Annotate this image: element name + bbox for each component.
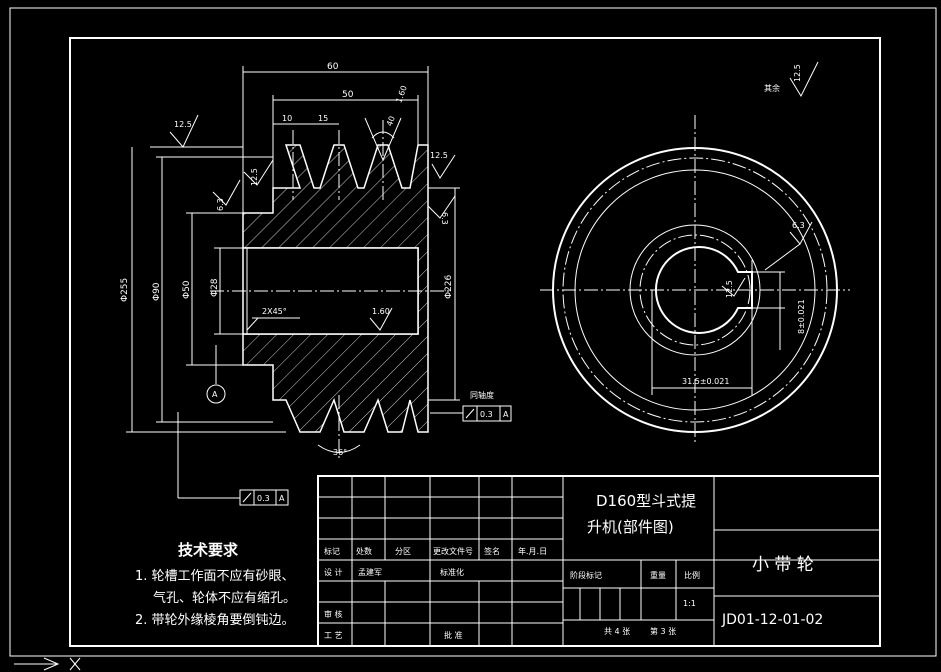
tb-project-line2: 升机(部件图) [587,518,674,536]
tol-right-symbol [465,408,475,419]
section-view: 60 50 10 15 40 1.60 12.5 12.5 6.3 [120,62,512,506]
dim-dia50: Φ50 [182,280,192,299]
roughness-symbol-top: 12.5 [169,114,199,148]
dim-dia255: Φ255 [120,278,130,302]
roughness-rest-symbol [789,61,819,98]
svg-text:12.5: 12.5 [174,120,192,129]
roughness-symbol-b: 12.5 [430,151,456,179]
bore-keyway [655,246,753,334]
tol-right-value: 0.3 [480,410,493,419]
tb-r-approve: 批 准 [444,630,463,640]
tol-bottom-symbol [242,492,252,503]
datum-a-circle [206,384,226,404]
dim-chamfer: 2X45° [262,307,287,316]
datum-a-label: A [212,390,218,399]
roughness-symbol-63a: 6.3 [212,179,241,211]
tech-req-line1: 1. 轮槽工作面不应有砂眼、 [135,568,295,584]
svg-text:6.3: 6.3 [792,221,805,230]
chamfer-leader-angle [246,317,259,331]
roughness-rest-value: 12.5 [793,64,802,82]
tb-r-draw: 孟建军 [358,567,382,577]
roughness-rest: 其余 12.5 [764,61,819,98]
angle-36-arc [317,444,361,453]
tb-ratio: 比例 [684,570,700,580]
pulley-body-hatched [242,144,429,433]
dim-dia28: Φ28 [210,278,220,297]
tol-frame-right [462,405,512,422]
tech-req-line3: 2. 带轮外缘棱角要倒钝边。 [135,612,295,628]
tb-h-zone: 分区 [395,547,411,556]
dim-keyway-w: 31.5±0.021 [682,377,729,386]
tb-drawing-no: JD01-12-01-02 [721,612,823,628]
roughness-rest-label: 其余 [764,83,780,93]
tb-h-sign: 签名 [484,546,500,556]
roughness-symbol-a: 12.5 [243,159,274,186]
angle-40-leg2 [382,117,402,161]
dim-keyway-d: 8±0.021 [797,299,806,334]
technical-requirements: 技术要求 1. 轮槽工作面不应有砂眼、 气孔、轮体不应有缩孔。 2. 带轮外缘棱… [135,541,296,628]
dim-10: 10 [282,114,292,123]
tb-h-date: 年.月.日 [518,546,547,556]
roughness-symbol-view125: 12.5 [721,277,746,298]
tech-req-line2: 气孔、轮体不应有缩孔。 [153,590,296,606]
outer-frame [9,7,937,657]
dim-40: 40 [385,115,397,128]
svg-text:12.5: 12.5 [430,151,448,160]
tb-sheet-no: 第 3 张 [650,626,676,636]
tb-part-name: 小 带 轮 [752,555,814,575]
title-block: D160型斗式提 升机(部件图) 小 带 轮 JD01-12-01-02 1:1… [317,475,881,647]
tb-h-doc: 更改文件号 [433,546,473,556]
tol-bottom-value: 0.3 [257,494,270,503]
svg-text:12.5: 12.5 [725,280,734,298]
dim-angle36: 36° [333,448,347,457]
angle-40-arc [371,131,395,139]
tol-bottom-datum: A [279,494,285,503]
roughness-symbol-63b: 6.3 [427,195,456,225]
tb-r-review: 审 核 [324,609,343,619]
tech-req-title: 技术要求 [178,541,239,559]
runout-label: 同轴度 [470,390,494,400]
tol-right-datum: A [503,410,509,419]
dim-160: 1.60 [394,84,409,104]
tb-r-process: 工 艺 [324,631,343,640]
title-block-frame [317,475,881,647]
end-view: 31.5±0.021 8±0.021 6.3 12.5 [540,115,850,445]
tb-h-count: 处数 [356,546,372,556]
dim-dia226: Φ226 [444,274,454,299]
dim-dia90: Φ90 [152,282,162,301]
ucs-icon [14,657,81,671]
svg-text:6.3: 6.3 [440,212,449,225]
dim-15: 15 [318,114,328,123]
tb-scale: 1:1 [683,599,696,608]
angle-40-leg1 [364,117,384,161]
dim-60: 60 [327,62,339,72]
tb-r-design: 设 计 [324,567,343,577]
tb-r-std: 标准化 [440,567,464,577]
roughness-symbol-view63: 6.3 [764,221,813,271]
svg-text:12.5: 12.5 [250,168,259,186]
tol-frame-bottom [239,489,289,506]
tb-sheets-total: 共 4 张 [604,627,630,636]
svg-text:1.60: 1.60 [372,307,390,316]
dim-50: 50 [342,90,354,100]
tb-weight: 重量 [650,570,666,580]
roughness-symbol-160: 1.60 [369,307,393,331]
svg-text:6.3: 6.3 [216,198,225,211]
tb-stage: 阶段标记 [570,570,602,580]
tb-project-line1: D160型斗式提 [596,492,696,510]
tb-h-mark: 标记 [324,546,340,556]
